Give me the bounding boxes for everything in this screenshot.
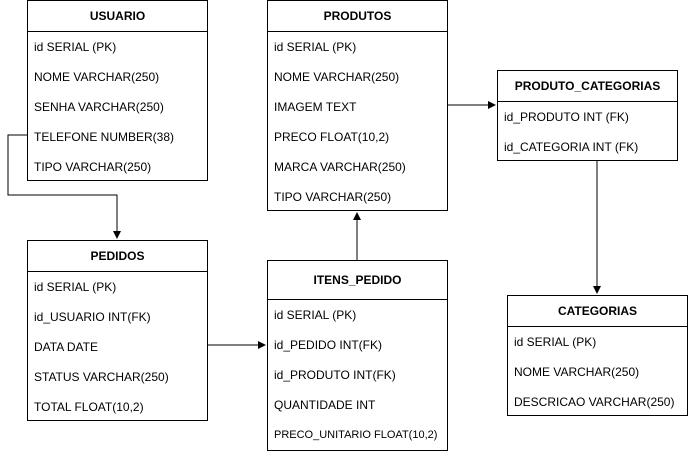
entity-field: DATA DATE bbox=[34, 340, 99, 354]
entity-field: SENHA VARCHAR(250) bbox=[34, 100, 164, 114]
entity-field: TIPO VARCHAR(250) bbox=[34, 160, 152, 174]
entity-field: TOTAL FLOAT(10,2) bbox=[34, 400, 144, 414]
entity-field: id SERIAL (PK) bbox=[34, 40, 117, 54]
entity-produtos[interactable]: PRODUTOS id SERIAL (PK) NOME VARCHAR(250… bbox=[267, 0, 448, 211]
entity-itens-pedido[interactable]: ITENS_PEDIDO id SERIAL (PK) id_PEDIDO IN… bbox=[267, 260, 448, 451]
entity-field: QUANTIDADE INT bbox=[274, 398, 376, 412]
entity-field: id SERIAL (PK) bbox=[274, 308, 357, 322]
entity-field: id SERIAL (PK) bbox=[274, 40, 357, 54]
entity-field: NOME VARCHAR(250) bbox=[34, 70, 160, 84]
entity-categorias[interactable]: CATEGORIAS id SERIAL (PK) NOME VARCHAR(2… bbox=[507, 295, 688, 416]
entity-title: CATEGORIAS bbox=[508, 296, 687, 327]
entity-field: TIPO VARCHAR(250) bbox=[274, 190, 392, 204]
entity-field: id SERIAL (PK) bbox=[514, 335, 597, 349]
entity-field: id_PRODUTO INT(FK) bbox=[274, 368, 396, 382]
entity-field: id_PEDIDO INT(FK) bbox=[274, 338, 383, 352]
entity-field: id SERIAL (PK) bbox=[34, 280, 117, 294]
entity-usuario[interactable]: USUARIO id SERIAL (PK) NOME VARCHAR(250)… bbox=[27, 0, 208, 181]
entity-field: TELEFONE NUMBER(38) bbox=[34, 130, 175, 144]
entity-field: MARCA VARCHAR(250) bbox=[274, 160, 406, 174]
entity-field: PRECO_UNITARIO FLOAT(10,2) bbox=[274, 429, 438, 441]
entity-field: id_PRODUTO INT (FK) bbox=[504, 110, 629, 124]
entity-field: PRECO FLOAT(10,2) bbox=[274, 130, 390, 144]
connector-usuario-pedidos bbox=[7, 134, 121, 239]
entity-title: USUARIO bbox=[28, 1, 207, 32]
entity-title: PRODUTOS bbox=[268, 1, 447, 32]
entity-pedidos[interactable]: PEDIDOS id SERIAL (PK) id_USUARIO INT(FK… bbox=[27, 240, 208, 421]
entity-produto-categorias[interactable]: PRODUTO_CATEGORIAS id_PRODUTO INT (FK) i… bbox=[497, 70, 678, 161]
entity-field: DESCRICAO VARCHAR(250) bbox=[514, 395, 675, 409]
entity-field: id_CATEGORIA INT (FK) bbox=[504, 140, 639, 154]
entity-field: NOME VARCHAR(250) bbox=[514, 365, 640, 379]
entity-title: PEDIDOS bbox=[28, 241, 207, 272]
entity-title: ITENS_PEDIDO bbox=[268, 261, 447, 300]
entity-title: PRODUTO_CATEGORIAS bbox=[498, 71, 677, 102]
entity-field: id_USUARIO INT(FK) bbox=[34, 310, 151, 324]
entity-field: IMAGEM TEXT bbox=[274, 100, 357, 114]
entity-field: NOME VARCHAR(250) bbox=[274, 70, 400, 84]
entity-field: STATUS VARCHAR(250) bbox=[34, 370, 169, 384]
